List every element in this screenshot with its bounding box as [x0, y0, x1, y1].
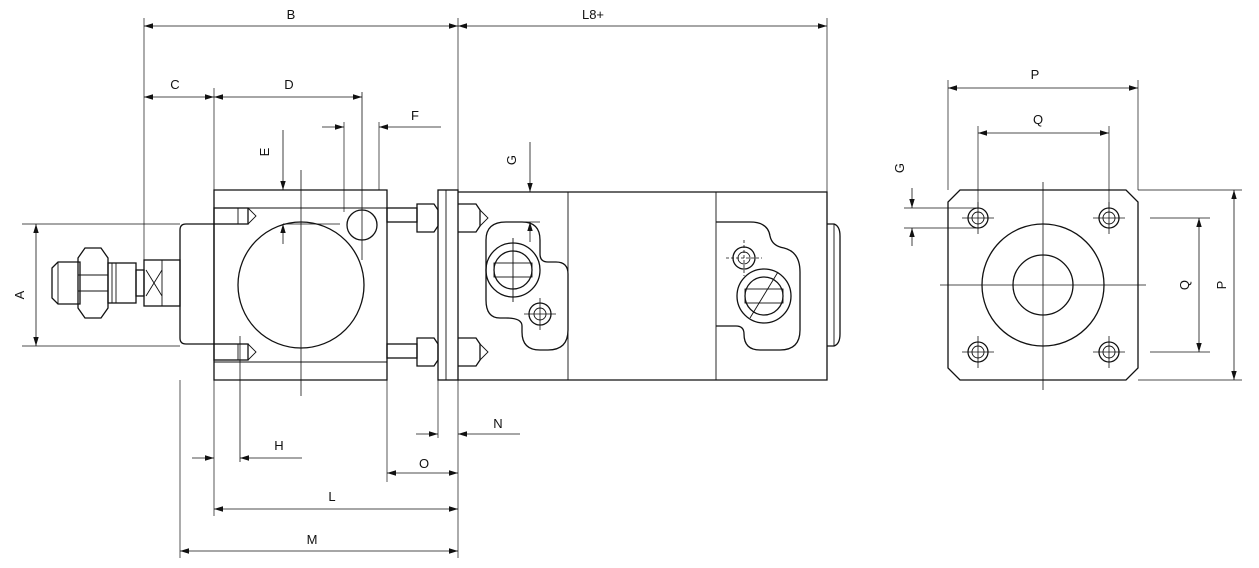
label-G-side: G: [504, 155, 519, 165]
label-F: F: [411, 108, 419, 123]
end-view: P Q P Q G: [892, 67, 1242, 390]
port-fitting-left: [485, 238, 541, 302]
mounting-flange: [437, 189, 459, 381]
label-P-horizontal: P: [1031, 67, 1040, 82]
label-P-vertical: P: [1214, 281, 1229, 290]
label-G-end: G: [892, 163, 907, 173]
label-A: A: [12, 290, 27, 299]
label-C: C: [170, 77, 179, 92]
front-boss: [179, 223, 215, 345]
label-Q-vertical: Q: [1177, 280, 1192, 290]
label-E: E: [257, 147, 272, 156]
label-B: B: [287, 7, 296, 22]
tie-rod-nuts-left: [386, 203, 439, 367]
side-view: B L8+ C D F E G A H N O L M: [12, 7, 841, 558]
label-M: M: [307, 532, 318, 547]
label-D: D: [284, 77, 293, 92]
label-L: L: [328, 489, 335, 504]
rod-end-nut: [51, 247, 181, 319]
port-fitting-small-right: [726, 240, 762, 276]
port-fitting-right: [736, 268, 792, 324]
end-flange-outline: [947, 189, 1139, 381]
rear-body: [458, 191, 841, 381]
label-N: N: [493, 416, 502, 431]
label-H: H: [274, 438, 283, 453]
label-Q-horizontal: Q: [1033, 112, 1043, 127]
label-O: O: [419, 456, 429, 471]
label-L8: L8+: [582, 7, 604, 22]
port-fitting-small-left: [524, 298, 556, 330]
